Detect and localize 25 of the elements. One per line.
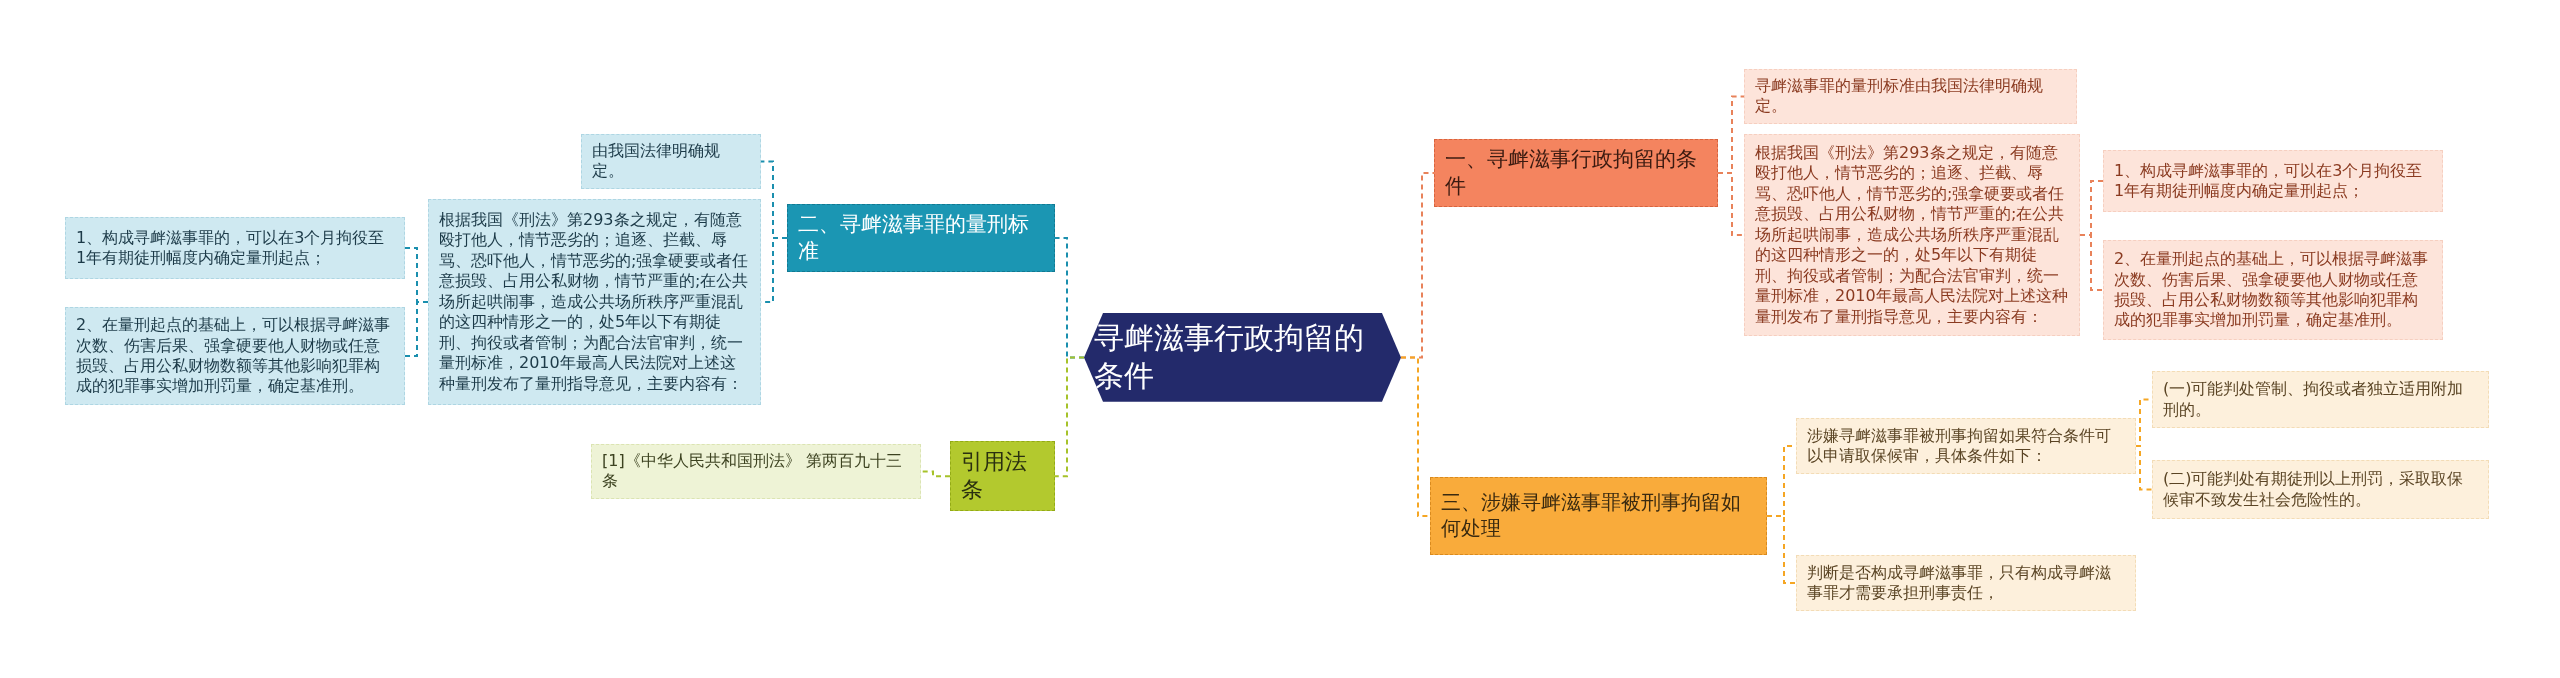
text-box: 判断是否构成寻衅滋事罪，只有构成寻衅滋事罪才需要承担刑事责任，: [1796, 555, 2136, 611]
text-box: 1、构成寻衅滋事罪的，可以在3个月拘役至1年有期徒刑幅度内确定量刑起点；: [2103, 150, 2443, 212]
connector-line: [404, 301, 429, 357]
text-box: [1]《中华人民共和国刑法》 第两百九十三条: [591, 444, 921, 499]
branch-box: 引用法条: [950, 441, 1055, 512]
connector-line: [920, 470, 951, 478]
text-box: 根据我国《刑法》第293条之规定，有随意殴打他人，情节恶劣的；追逐、拦截、辱骂、恐吓他人，情节恶劣的;强拿硬要或者任意损毁、占用公私财物，情节严重的;在公共场所起哄闹事，造成公共场所秩序严重混乱的这四种情形之一的，处5年以下有期徒刑、拘役或者管制；为配合法官审判，统一量刑标准，2010年最高人民法院对上述这种量刑发布了量刑指导意见，主要内容有：: [428, 199, 761, 405]
connector-line: [2079, 234, 2104, 291]
connector-line: [2135, 445, 2153, 491]
text-box: 1、构成寻衅滋事罪的，可以在3个月拘役至1年有期徒刑幅度内确定量刑起点；: [65, 217, 405, 279]
central-topic: 寻衅滋事行政拘留的条件: [1084, 313, 1401, 402]
connector-line: [1054, 356, 1085, 478]
branch-box: 三、涉嫌寻衅滋事罪被刑事拘留如何处理: [1430, 477, 1767, 555]
text-box: 根据我国《刑法》第293条之规定，有随意殴打他人，情节恶劣的；追逐、拦截、辱骂、恐吓他人，情节恶劣的;强拿硬要或者任意损毁、占用公私财物，情节严重的;在公共场所起哄闹事，造成公共场所秩序严重混乱的这四种情形之一的，处5年以下有期徒刑、拘役或者管制；为配合法官审判，统一量刑标准，2010年最高人民法院对上述这种量刑发布了量刑指导意见，主要内容有：: [1744, 134, 2080, 336]
branch-box: 二、寻衅滋事罪的量刑标准: [787, 204, 1055, 272]
text-box: 寻衅滋事罪的量刑标准由我国法律明确规定。: [1744, 69, 2077, 124]
connector-line: [1717, 171, 1745, 236]
branch-box: 一、寻衅滋事行政拘留的条件: [1434, 139, 1718, 207]
text-box: 2、在量刑起点的基础上，可以根据寻衅滋事次数、伤害后果、强拿硬要他人财物或任意损毁、占用公私财物数额等其他影响犯罪构成的犯罪事实增加刑罚量，确定基准刑。: [2103, 240, 2443, 340]
text-box: (一)可能判处管制、拘役或者独立适用附加刑的。: [2152, 371, 2489, 428]
connector-line: [1766, 515, 1797, 584]
text-box: 涉嫌寻衅滋事罪被刑事拘留如果符合条件可以申请取保候审，具体条件如下：: [1796, 418, 2136, 474]
text-box: 由我国法律明确规定。: [581, 134, 761, 189]
text-box: (二)可能判处有期徒刑以上刑罚，采取取保候审不致发生社会危险性的。: [2152, 460, 2489, 519]
text-box: 2、在量刑起点的基础上，可以根据寻衅滋事次数、伤害后果、强拿硬要他人财物或任意损毁、占用公私财物数额等其他影响犯罪构成的犯罪事实增加刑罚量，确定基准刑。: [65, 307, 405, 405]
